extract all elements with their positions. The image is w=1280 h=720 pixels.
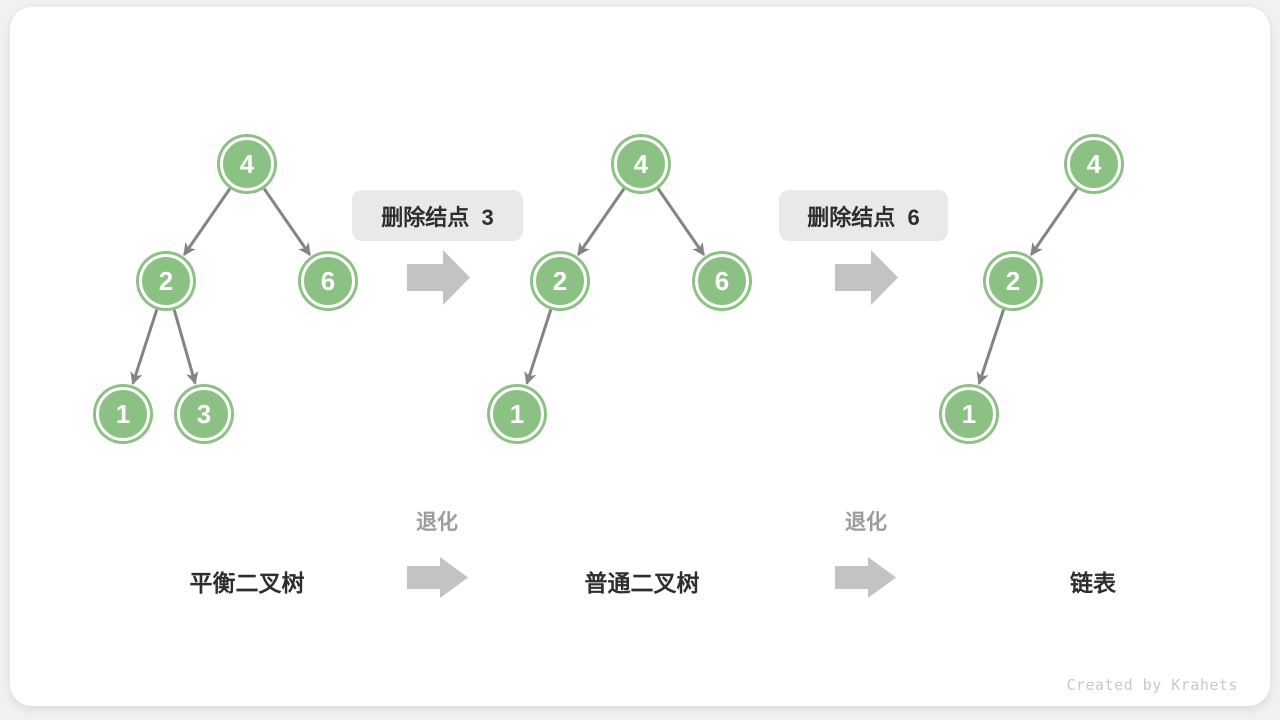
edge-arrow-t1-4-2 xyxy=(183,188,231,256)
degrade-block-arrow-2 xyxy=(835,557,896,598)
tree-2-label: 普通二叉树 xyxy=(584,570,700,596)
edge-arrow-t3-4-2 xyxy=(1030,188,1078,256)
tree-1-node-6: 6 xyxy=(301,254,355,308)
tree-1-node-3: 3 xyxy=(177,387,231,441)
tree-1-node-1: 1 xyxy=(96,387,150,441)
tree-3-node-2: 2 xyxy=(986,254,1040,308)
tree-1-label: 平衡二叉树 xyxy=(189,570,305,596)
tree-2-node-2: 2 xyxy=(533,254,587,308)
tree-3-edges xyxy=(976,188,1078,386)
tree-3-label: 链表 xyxy=(1070,570,1116,596)
degrade-block-arrow-1 xyxy=(407,557,468,598)
edge-arrow-t2-4-2 xyxy=(577,188,625,256)
transition-block-arrow-2 xyxy=(835,250,898,305)
tree-2-node-1: 1 xyxy=(490,387,544,441)
tree-1-edges xyxy=(130,188,311,385)
delete-node-6-label-box: 删除结点 6 xyxy=(779,190,948,241)
degrade-label-1: 退化 xyxy=(416,511,458,534)
tree-2-node-4: 4 xyxy=(614,137,668,191)
edge-arrow-t1-4-6 xyxy=(263,188,311,256)
edge-arrow-t1-2-1 xyxy=(130,309,158,385)
degrade-label-2: 退化 xyxy=(845,511,887,534)
tree-1-node-4: 4 xyxy=(220,137,274,191)
edge-arrow-t2-4-6 xyxy=(657,188,705,256)
diagram-card xyxy=(10,7,1270,706)
transition-block-arrow-1 xyxy=(407,250,470,305)
tree-2-edges xyxy=(524,188,705,385)
tree-3-node-4: 4 xyxy=(1067,137,1121,191)
edge-arrow-t3-2-1 xyxy=(976,308,1005,386)
watermark: Created by Krahets xyxy=(1066,676,1238,694)
delete-node-3-label-box: 删除结点 3 xyxy=(352,190,523,241)
edge-arrow-t1-2-3 xyxy=(173,309,199,385)
tree-1-node-2: 2 xyxy=(139,254,193,308)
tree-2-node-6: 6 xyxy=(695,254,749,308)
edge-arrow-t2-2-1 xyxy=(524,309,552,385)
tree-3-node-1: 1 xyxy=(942,387,996,441)
